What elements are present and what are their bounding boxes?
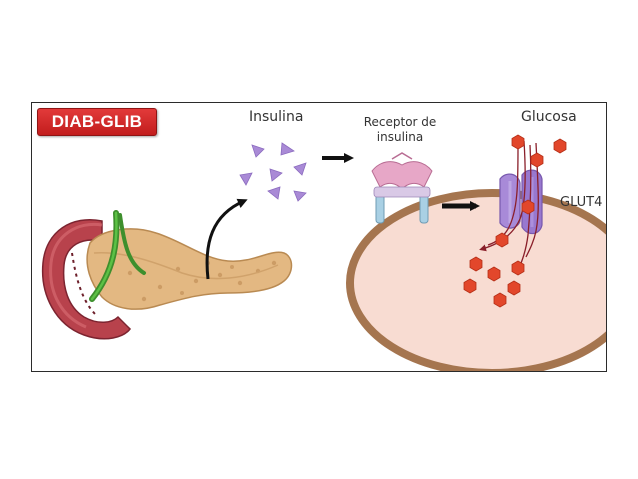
glucosa-label: Glucosa — [521, 109, 577, 125]
insulin-triangles-icon — [239, 142, 307, 202]
glucose-flow-arrows-icon — [479, 140, 539, 274]
glucose-hexagons-icon — [463, 134, 567, 308]
insulin-receptor-icon — [371, 152, 433, 224]
bile-duct-icon — [89, 210, 146, 302]
diagram-frame: DIAB-GLIB Insulina Receptor de insulina … — [31, 102, 607, 372]
secretion-arrow-icon — [205, 198, 248, 280]
glut4-transporter-icon — [499, 169, 543, 235]
duodenum-icon — [41, 219, 131, 340]
brand-badge: DIAB-GLIB — [37, 108, 157, 136]
cell-icon — [346, 189, 606, 371]
pancreas-icon — [86, 228, 293, 310]
diagram-artwork — [41, 134, 606, 371]
glut4-label: GLUT4 — [560, 195, 603, 210]
insulina-label: Insulina — [249, 109, 304, 125]
receptor-label: Receptor de insulina — [363, 115, 437, 144]
